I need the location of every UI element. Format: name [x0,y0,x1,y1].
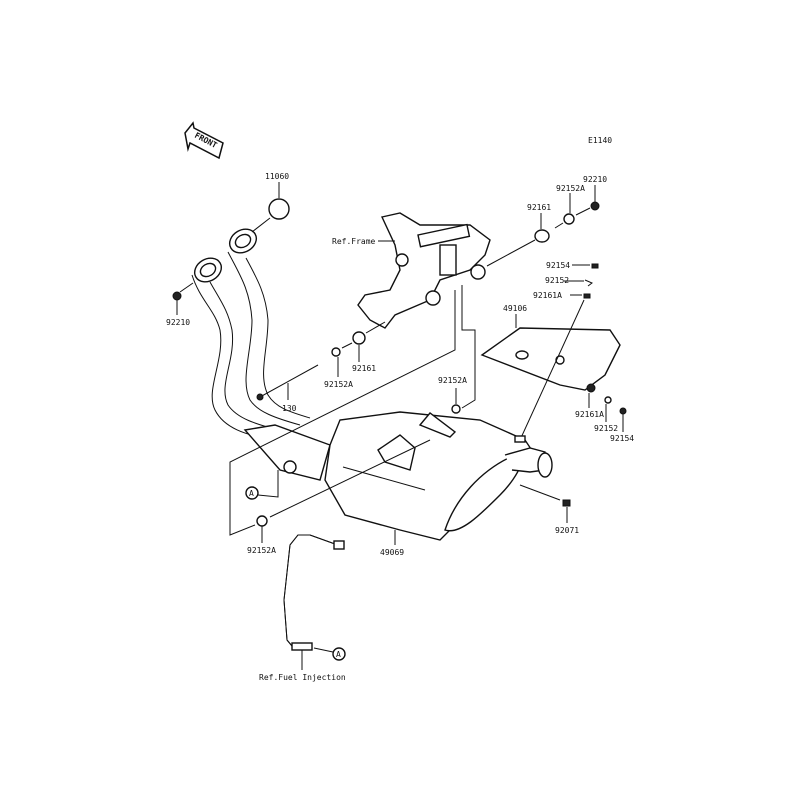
frame-bracket [357,212,491,329]
label-92152A-top: 92152A [556,184,585,193]
nut-92210-left [172,291,182,301]
label-49106: 49106 [503,304,527,313]
gasket-11060 [268,198,290,220]
collar-92152-top [584,279,593,287]
front-arrow-icon: FRONT [184,121,224,160]
collar-92152A-mid [331,347,341,357]
label-92152A-mid: 92152A [324,380,353,389]
bolt-92154-top [591,263,599,269]
exhaust-header-pipes [191,228,331,481]
label-92161A-top: 92161A [533,291,562,300]
damper-92161A-top [583,293,591,299]
label-92161A-right: 92161A [575,410,604,419]
label-92154-right: 92154 [610,434,634,443]
label-92152A-right: 92152A [438,376,467,385]
heat-cover-49106 [480,327,621,391]
callout-a-bottom [332,647,346,661]
nut-92210-top [590,201,600,211]
label-11060: 11060 [265,172,289,181]
label-92152-top: 92152 [545,276,569,285]
collar-92152A-bottom [256,515,268,527]
muffler-49069 [283,411,553,541]
label-92152-right: 92152 [594,424,618,433]
svg-text:A: A [249,489,254,498]
label-130: 130 [282,404,297,413]
label-49069: 49069 [380,548,404,557]
callout-a-top [245,486,259,500]
diagram-code: E1140 [588,136,612,145]
label-92210-left: 92210 [166,318,190,327]
damper-92161-top [534,229,550,243]
bolt-130 [259,364,319,398]
damper-92161-mid [352,331,366,345]
label-92071: 92071 [555,526,579,535]
oxygen-sensor [283,534,345,651]
label-92152A-bottom: 92152A [247,546,276,555]
label-92154-top: 92154 [546,261,570,270]
label-ref-fuel-injection: Ref.Fuel Injection [259,673,346,682]
collar-92152A-top [563,213,575,225]
damper-92161A-right [586,383,596,393]
svg-text:A: A [336,650,341,659]
label-92210-top: 92210 [583,175,607,184]
bolt-92154-right [619,407,627,415]
label-ref-frame: Ref.Frame [332,237,376,246]
collar-92152A-right [451,404,461,414]
cap-92071 [562,499,571,507]
collar-92152-right [604,396,612,404]
label-92161-top: 92161 [527,203,551,212]
label-92161-mid: 92161 [352,364,376,373]
